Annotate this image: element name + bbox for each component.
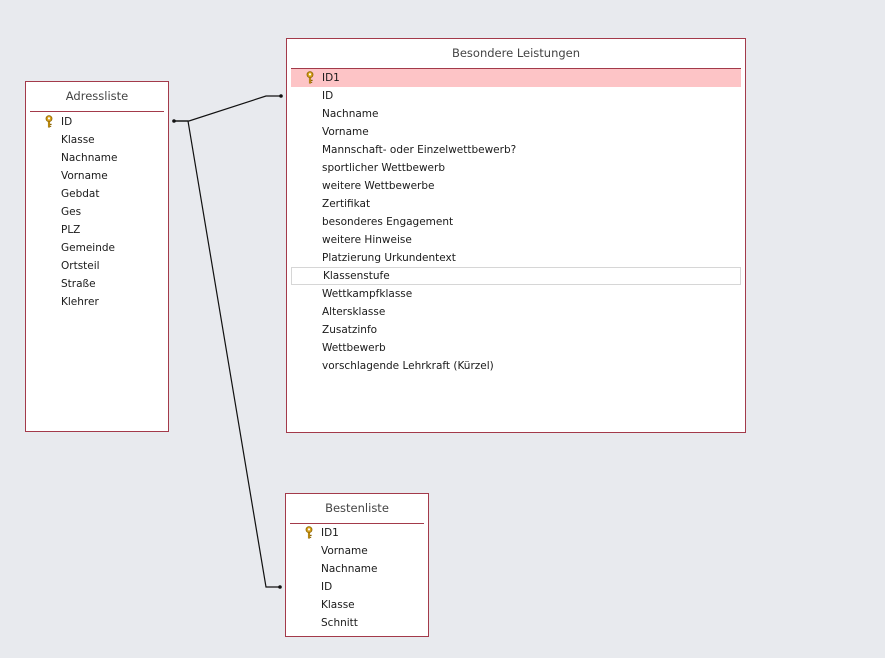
field-row[interactable]: Klasse	[30, 131, 164, 149]
field-label: Nachname	[321, 563, 378, 575]
field-label: ID1	[322, 72, 340, 84]
field-label: Altersklasse	[322, 306, 386, 318]
key-icon	[44, 115, 54, 128]
field-row[interactable]: ID1	[291, 69, 741, 87]
field-row[interactable]: ID	[290, 578, 424, 596]
field-label: Mannschaft- oder Einzelwettbewerb?	[322, 144, 517, 156]
field-row[interactable]: Zusatzinfo	[291, 321, 741, 339]
field-row[interactable]: ID	[291, 87, 741, 105]
field-row[interactable]: Schnitt	[290, 614, 424, 632]
field-label: weitere Wettbewerbe	[322, 180, 435, 192]
key-icon	[304, 526, 314, 539]
field-row[interactable]: Wettkampfklasse	[291, 285, 741, 303]
field-label: Ortsteil	[61, 260, 100, 272]
field-label: Ges	[61, 206, 82, 218]
table-title[interactable]: Adressliste	[30, 82, 164, 112]
field-label: Zertifikat	[322, 198, 371, 210]
field-row[interactable]: Wettbewerb	[291, 339, 741, 357]
field-row[interactable]: ID1	[290, 524, 424, 542]
relationship-end-besondere-leistungen	[279, 94, 283, 98]
field-row[interactable]: Zertifikat	[291, 195, 741, 213]
field-row[interactable]: Ges	[30, 203, 164, 221]
relationship-end-bestenliste	[278, 585, 282, 589]
field-row[interactable]: Ortsteil	[30, 257, 164, 275]
key-icon	[305, 71, 315, 84]
field-label: Schnitt	[321, 617, 358, 629]
field-row[interactable]: weitere Wettbewerbe	[291, 177, 741, 195]
field-label: Nachname	[322, 108, 379, 120]
field-label: weitere Hinweise	[322, 234, 412, 246]
relationship-end-adressliste	[172, 119, 176, 123]
field-row[interactable]: Mannschaft- oder Einzelwettbewerb?	[291, 141, 741, 159]
field-row[interactable]: Straße	[30, 275, 164, 293]
field-label: Straße	[61, 278, 96, 290]
field-label: Vorname	[61, 170, 108, 182]
table-title[interactable]: Bestenliste	[290, 494, 424, 524]
field-label: Vorname	[321, 545, 368, 557]
relationship-adressliste-bestenliste[interactable]	[174, 120, 280, 588]
field-label: ID	[321, 581, 333, 593]
field-label: Nachname	[61, 152, 118, 164]
field-label: Wettkampfklasse	[322, 288, 413, 300]
field-row[interactable]: Gebdat	[30, 185, 164, 203]
field-label: Vorname	[322, 126, 369, 138]
field-row[interactable]: sportlicher Wettbewerb	[291, 159, 741, 177]
field-row[interactable]: Gemeinde	[30, 239, 164, 257]
field-row[interactable]: Klasse	[290, 596, 424, 614]
field-row[interactable]: Platzierung Urkundentext	[291, 249, 741, 267]
field-row[interactable]: Nachname	[291, 105, 741, 123]
field-row[interactable]: Klassenstufe	[291, 267, 741, 285]
field-label: ID	[322, 90, 334, 102]
field-label: vorschlagende Lehrkraft (Kürzel)	[322, 360, 494, 372]
field-row[interactable]: Altersklasse	[291, 303, 741, 321]
field-label: Zusatzinfo	[322, 324, 378, 336]
field-row[interactable]: ID	[30, 113, 164, 131]
field-label: Gebdat	[61, 188, 100, 200]
relationship-adressliste-besondere-leistungen[interactable]	[174, 95, 281, 122]
field-row[interactable]: Nachname	[30, 149, 164, 167]
field-label: Klasse	[321, 599, 355, 611]
field-label: Wettbewerb	[322, 342, 386, 354]
field-row[interactable]: Klehrer	[30, 293, 164, 311]
field-row[interactable]: Vorname	[291, 123, 741, 141]
field-row[interactable]: Vorname	[30, 167, 164, 185]
field-label: Gemeinde	[61, 242, 115, 254]
field-label: Klehrer	[61, 296, 99, 308]
field-label: Platzierung Urkundentext	[322, 252, 456, 264]
field-label: ID1	[321, 527, 339, 539]
table-title[interactable]: Besondere Leistungen	[291, 39, 741, 69]
field-label: ID	[61, 116, 73, 128]
field-label: Klasse	[61, 134, 95, 146]
field-row[interactable]: PLZ	[30, 221, 164, 239]
field-row[interactable]: vorschlagende Lehrkraft (Kürzel)	[291, 357, 741, 375]
field-row[interactable]: besonderes Engagement	[291, 213, 741, 231]
field-row[interactable]: Nachname	[290, 560, 424, 578]
field-label: sportlicher Wettbewerb	[322, 162, 445, 174]
field-label: PLZ	[61, 224, 81, 236]
field-row[interactable]: Vorname	[290, 542, 424, 560]
field-row[interactable]: weitere Hinweise	[291, 231, 741, 249]
field-label: besonderes Engagement	[322, 216, 454, 228]
field-label: Klassenstufe	[323, 270, 390, 282]
